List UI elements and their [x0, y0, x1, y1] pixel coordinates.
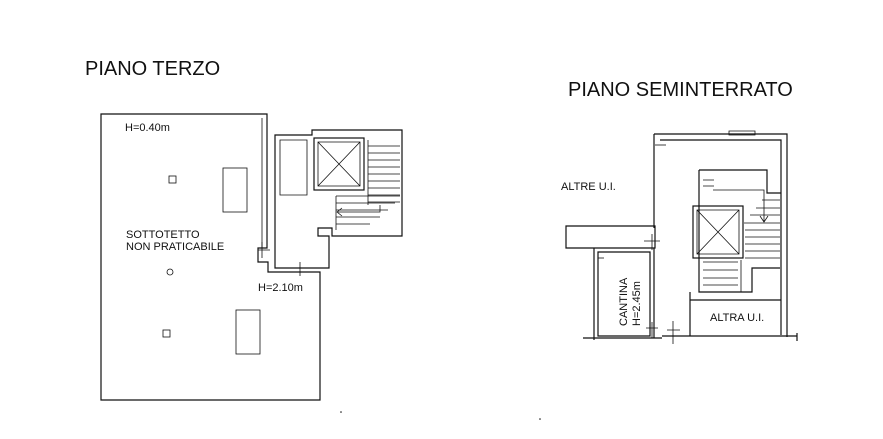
attic-outline: [100, 113, 321, 401]
third-floor-plan: PIANO TERZO: [85, 58, 403, 401]
stair-treads-third: [335, 140, 400, 230]
cellar-label: CANTINA: [618, 277, 630, 326]
attic-room-label-1: SOTTOTETTO: [126, 229, 200, 241]
height-bottom-label: H=2.10m: [258, 282, 303, 294]
cellar-height-label: H=2.45m: [631, 281, 643, 326]
attic-room-label-2: NON PRATICABILE: [126, 241, 224, 253]
elevator-shaft-third: [313, 137, 365, 191]
stair-arrow-basement: [713, 189, 769, 223]
height-top-label: H=0.40m: [125, 122, 170, 134]
stair-treads-basement: [703, 179, 780, 292]
scan-speck: [539, 418, 541, 420]
third-floor-title: PIANO TERZO: [85, 58, 220, 80]
stair-arrow-third: [336, 205, 381, 217]
chimney-vent-1: [168, 175, 177, 184]
drain-point: [166, 268, 174, 276]
chimney-vent-2: [162, 329, 171, 338]
basement-outline: [653, 133, 788, 337]
stair-block-third: [258, 129, 403, 276]
basement-plan: PIANO SEMINTERRATO ALTRE U.I.: [561, 79, 798, 344]
other-unit-label: ALTRA U.I.: [710, 312, 764, 324]
stair-block-basement: [692, 169, 781, 293]
cellar-walls: [565, 225, 656, 340]
elevator-shaft-basement: [692, 205, 744, 259]
other-units-label: ALTRE U.I.: [561, 181, 616, 193]
basement-window: [728, 130, 756, 136]
basement-title: PIANO SEMINTERRATO: [568, 79, 793, 101]
scan-speck: [340, 411, 342, 413]
skylight-1: [222, 167, 248, 213]
skylight-2: [235, 309, 261, 355]
